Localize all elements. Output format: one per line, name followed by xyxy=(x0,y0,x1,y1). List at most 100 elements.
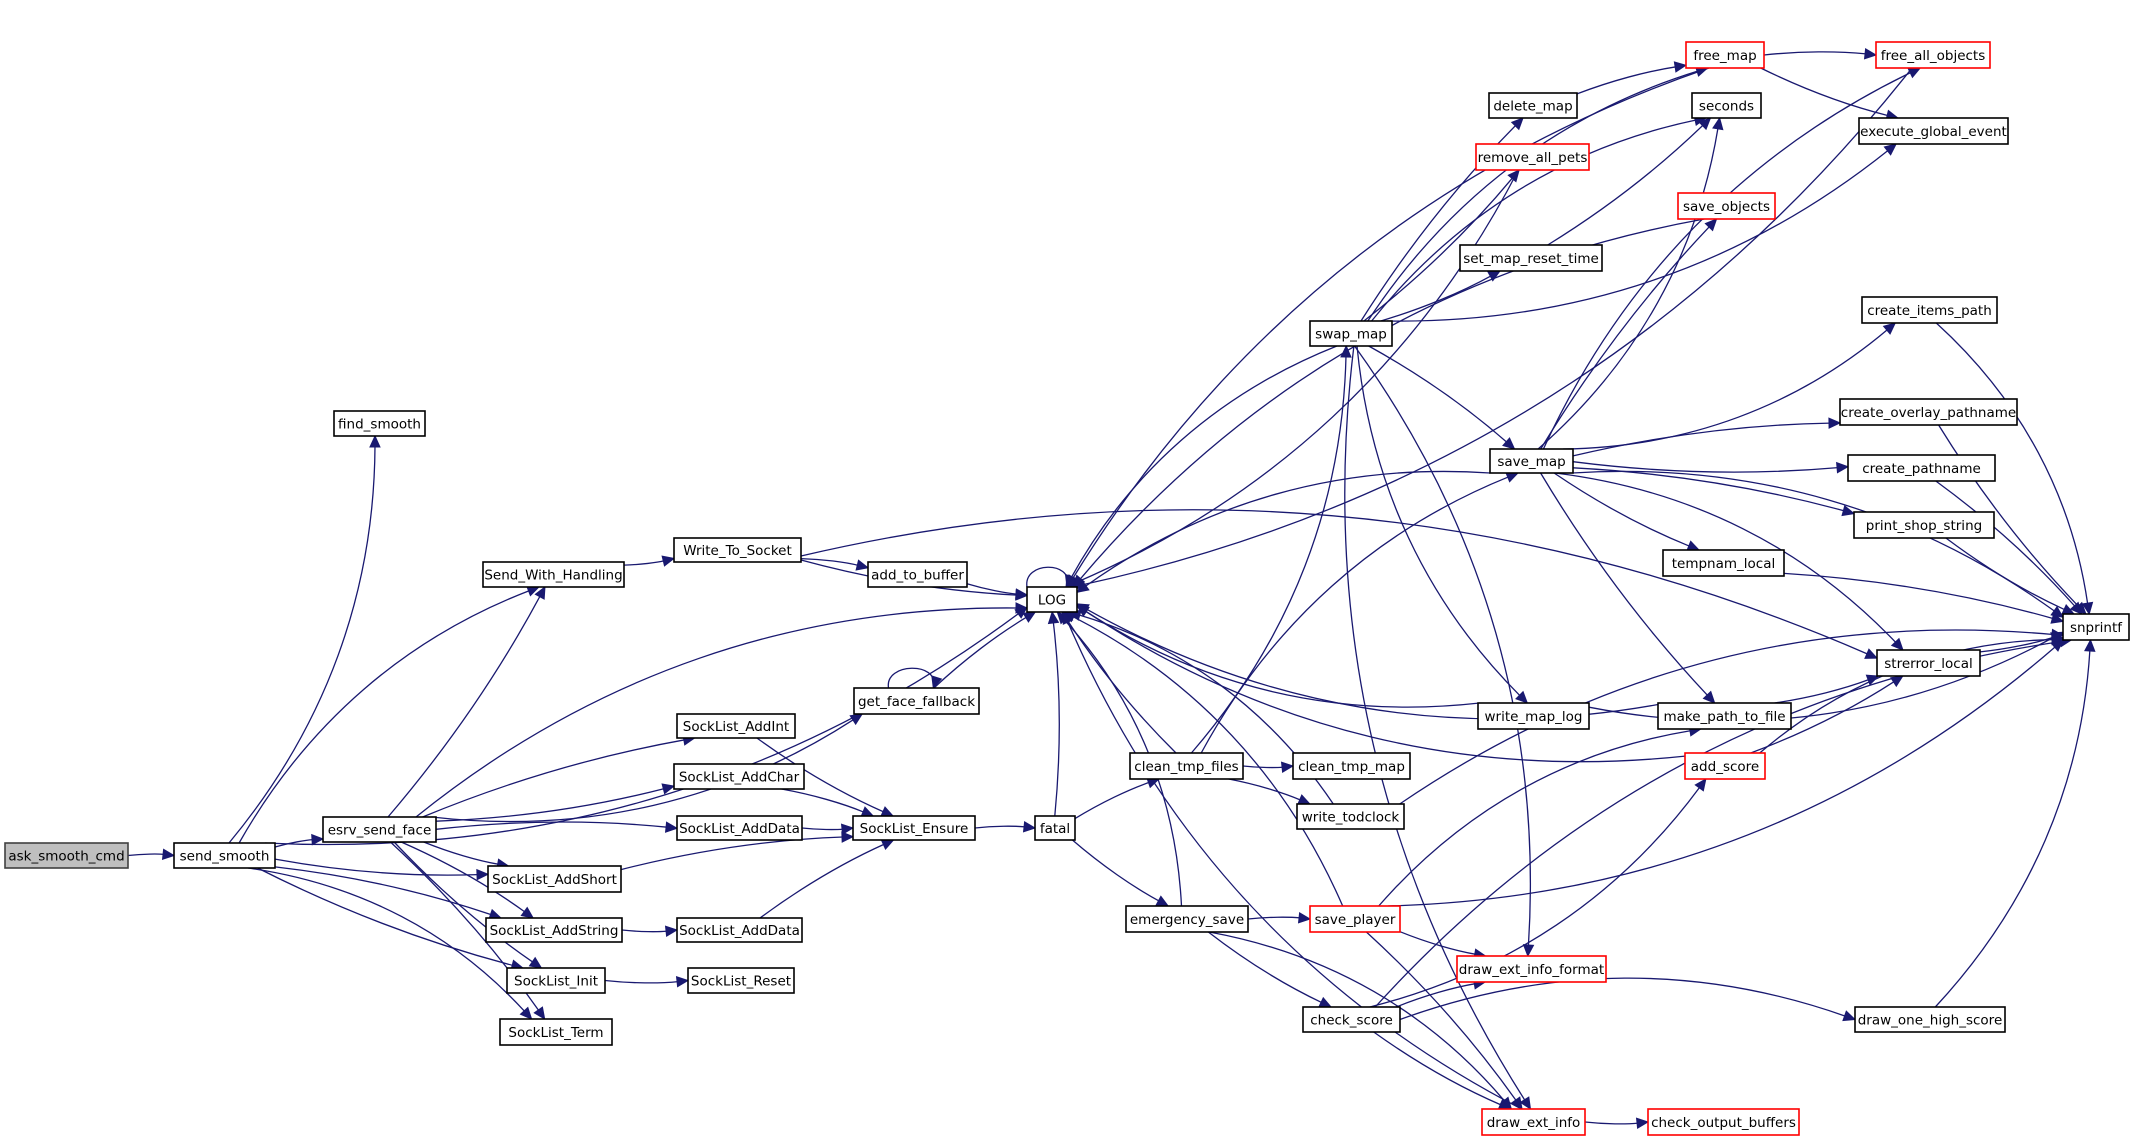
node-box[interactable] xyxy=(1691,92,1762,119)
node-execute-global-event[interactable]: execute_global_event xyxy=(1858,117,2009,145)
node-box[interactable] xyxy=(1847,454,1996,482)
node-save-player[interactable]: save_player xyxy=(1309,905,1401,933)
node-snprintf[interactable]: snprintf xyxy=(2062,613,2130,641)
node-box[interactable] xyxy=(487,865,622,893)
node-box[interactable] xyxy=(1296,803,1405,830)
node-create-pathname[interactable]: create_pathname xyxy=(1847,454,1996,482)
node-add-to-buffer[interactable]: add_to_buffer xyxy=(867,561,968,588)
node-box[interactable] xyxy=(1125,905,1249,933)
node-box[interactable] xyxy=(852,815,976,841)
node-draw-ext-info-format[interactable]: draw_ext_info_format xyxy=(1456,955,1607,983)
node-box[interactable] xyxy=(673,537,802,563)
node-box[interactable] xyxy=(1481,1108,1586,1136)
node-draw-one-high-score[interactable]: draw_one_high_score xyxy=(1854,1006,2006,1033)
node-box[interactable] xyxy=(1684,752,1766,780)
node-box[interactable] xyxy=(676,815,803,841)
node-box[interactable] xyxy=(1459,244,1603,272)
node-write-todclock[interactable]: write_todclock xyxy=(1296,803,1405,830)
node-send-smooth[interactable]: send_smooth xyxy=(173,842,276,869)
node-box[interactable] xyxy=(1026,586,1078,613)
node-seconds[interactable]: seconds xyxy=(1691,92,1762,119)
node-delete-map[interactable]: delete_map xyxy=(1488,92,1578,119)
node-box[interactable] xyxy=(1292,752,1411,780)
node-socklist-addshort[interactable]: SockList_AddShort xyxy=(487,865,622,893)
node-find-smooth[interactable]: find_smooth xyxy=(333,410,426,437)
node-send-with-handling[interactable]: Send_With_Handling xyxy=(482,561,625,588)
node-add-score[interactable]: add_score xyxy=(1684,752,1766,780)
node-swap-map[interactable]: swap_map xyxy=(1309,320,1393,347)
node-box[interactable] xyxy=(1839,398,2018,426)
node-box[interactable] xyxy=(1677,192,1776,220)
node-set-map-reset-time[interactable]: set_map_reset_time xyxy=(1459,244,1603,272)
node-box[interactable] xyxy=(1034,815,1076,841)
node-box[interactable] xyxy=(4,842,129,869)
node-box[interactable] xyxy=(1489,448,1574,474)
node-box[interactable] xyxy=(485,917,623,943)
node-socklist-reset[interactable]: SockList_Reset xyxy=(687,967,795,994)
node-box[interactable] xyxy=(676,713,796,739)
node-save-objects[interactable]: save_objects xyxy=(1677,192,1776,220)
node-check-score[interactable]: check_score xyxy=(1302,1006,1401,1033)
node-create-items-path[interactable]: create_items_path xyxy=(1861,296,1998,324)
node-write-map-log[interactable]: write_map_log xyxy=(1477,702,1590,730)
node-box[interactable] xyxy=(1861,296,1998,324)
node-socklist-addstring[interactable]: SockList_AddString xyxy=(485,917,623,943)
node-socklist-ensure[interactable]: SockList_Ensure xyxy=(852,815,976,841)
node-make-path-to-file[interactable]: make_path_to_file xyxy=(1657,702,1792,730)
node-print-shop-string[interactable]: print_shop_string xyxy=(1853,511,1995,539)
node-clean-tmp-files[interactable]: clean_tmp_files xyxy=(1129,752,1244,780)
node-emergency-save[interactable]: emergency_save xyxy=(1125,905,1249,933)
node-get-face-fallback[interactable]: get_face_fallback xyxy=(853,687,980,715)
node-socklist-adddata-2[interactable]: SockList_AddData xyxy=(676,917,803,943)
node-box[interactable] xyxy=(1309,905,1401,933)
node-box[interactable] xyxy=(1853,511,1995,539)
node-box[interactable] xyxy=(333,410,426,437)
node-fatal[interactable]: fatal xyxy=(1034,815,1076,841)
node-box[interactable] xyxy=(173,842,276,869)
node-free-map[interactable]: free_map xyxy=(1685,41,1765,69)
node-box[interactable] xyxy=(673,763,805,790)
node-box[interactable] xyxy=(1129,752,1244,780)
node-box[interactable] xyxy=(482,561,625,588)
node-draw-ext-info[interactable]: draw_ext_info xyxy=(1481,1108,1586,1136)
node-remove-all-pets[interactable]: remove_all_pets xyxy=(1475,143,1590,171)
node-free-all-objects[interactable]: free_all_objects xyxy=(1875,41,1991,69)
node-socklist-init[interactable]: SockList_Init xyxy=(506,967,606,994)
node-strerror-local[interactable]: strerror_local xyxy=(1876,649,1981,677)
node-box[interactable] xyxy=(1488,92,1578,119)
node-log[interactable]: LOG xyxy=(1026,586,1078,613)
node-clean-tmp-map[interactable]: clean_tmp_map xyxy=(1292,752,1411,780)
node-socklist-addchar[interactable]: SockList_AddChar xyxy=(673,763,805,790)
node-box[interactable] xyxy=(322,816,437,843)
node-box[interactable] xyxy=(1309,320,1393,347)
node-box[interactable] xyxy=(1875,41,1991,69)
node-box[interactable] xyxy=(853,687,980,715)
node-box[interactable] xyxy=(1302,1006,1401,1033)
node-check-output-buffers[interactable]: check_output_buffers xyxy=(1647,1108,1800,1136)
node-box[interactable] xyxy=(1858,117,2009,145)
node-socklist-term[interactable]: SockList_Term xyxy=(499,1018,613,1046)
node-box[interactable] xyxy=(1854,1006,2006,1033)
node-box[interactable] xyxy=(1475,143,1590,171)
node-esrv-send-face[interactable]: esrv_send_face xyxy=(322,816,437,843)
node-box[interactable] xyxy=(687,967,795,994)
node-create-overlay-pathname[interactable]: create_overlay_pathname xyxy=(1839,398,2018,426)
node-box[interactable] xyxy=(1477,702,1590,730)
node-write-to-socket[interactable]: Write_To_Socket xyxy=(673,537,802,563)
node-box[interactable] xyxy=(1662,549,1785,577)
node-save-map[interactable]: save_map xyxy=(1489,448,1574,474)
node-box[interactable] xyxy=(506,967,606,994)
node-box[interactable] xyxy=(867,561,968,588)
node-box[interactable] xyxy=(676,917,803,943)
node-box[interactable] xyxy=(1456,955,1607,983)
node-box[interactable] xyxy=(1685,41,1765,69)
node-tempnam-local[interactable]: tempnam_local xyxy=(1662,549,1785,577)
node-box[interactable] xyxy=(1647,1108,1800,1136)
node-box[interactable] xyxy=(1657,702,1792,730)
node-socklist-addint[interactable]: SockList_AddInt xyxy=(676,713,796,739)
node-ask-smooth-cmd[interactable]: ask_smooth_cmd xyxy=(4,842,129,869)
node-box[interactable] xyxy=(1876,649,1981,677)
node-box[interactable] xyxy=(499,1018,613,1046)
node-socklist-adddata-1[interactable]: SockList_AddData xyxy=(676,815,803,841)
node-box[interactable] xyxy=(2062,613,2130,641)
